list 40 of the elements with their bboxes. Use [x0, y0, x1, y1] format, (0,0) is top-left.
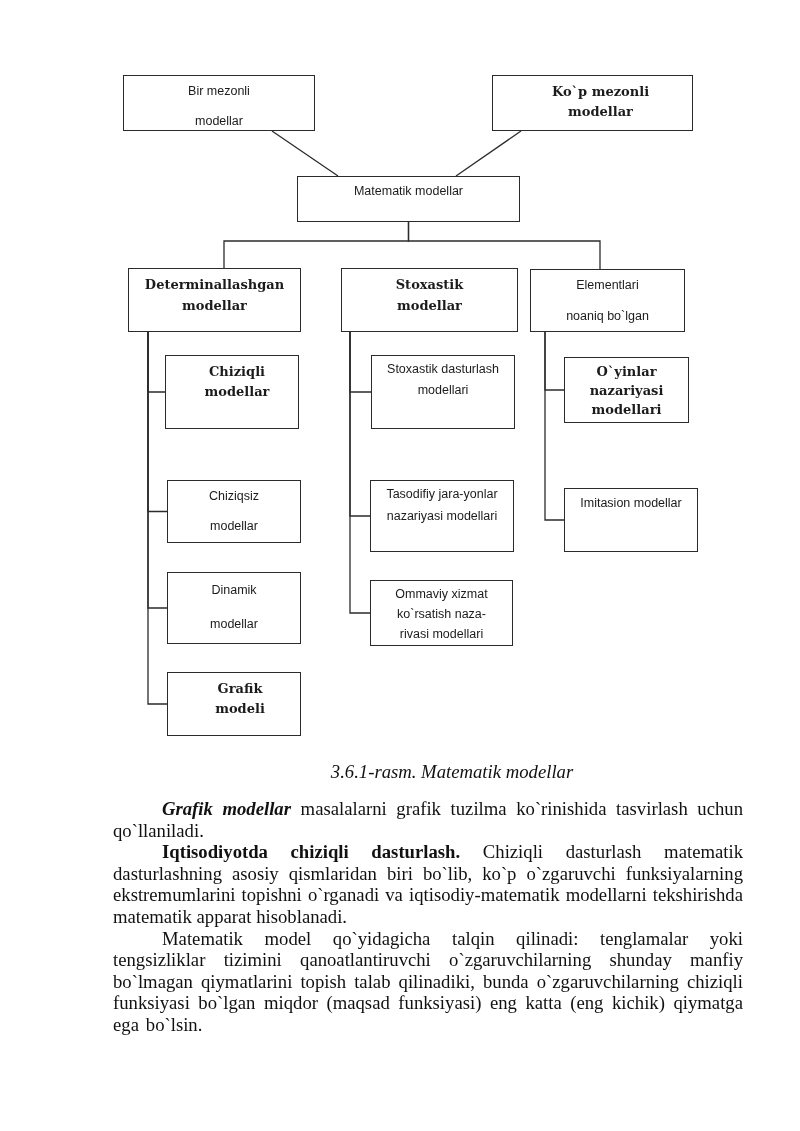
- model-box: [564, 488, 698, 552]
- box-label: Imitasion modellar: [579, 495, 683, 512]
- body-paragraph: Iqtisodiyotda chiziqli dasturlash. Chiziqli dasturlash matematik dasturlashning asosiy qismlaridan biri bo`lib, ko`p o`zgaruvchi funksiyalarning ekstremumlarini topishni o`rganadi va iqtisodiy-matematik modellarni tekshirishda matematik apparat hisoblanadi.: [113, 841, 743, 928]
- model-box: [492, 75, 693, 131]
- box-label: Matematik modellar: [352, 183, 465, 200]
- connector-line: [147, 331, 168, 705]
- body-paragraph: Grafik modellar masalalarni grafik tuzilma ko`rinishida tasvirlash uchun qo`llaniladi.: [113, 798, 743, 842]
- model-box: [167, 672, 301, 736]
- model-box: [371, 355, 515, 429]
- connector-line: [407, 221, 601, 270]
- box-label: O`yinlar nazariyasi modellari: [588, 363, 665, 419]
- box-label: Grafik modeli: [214, 680, 266, 718]
- body-paragraph: Matematik model qo`yidagicha talqin qilinadi: tenglamalar yoki tengsizliklar tizimini qanoatlantiruvchi o`zgaruvchilarning shunday manfiy bo`lmagan qiymatlarini topish talab qilinadiki, bunda o`zgaruvchilarning chiziqli funksiyasi bo`lgan miqdor (maqsad funksiyasi) eng katta (eng kichik) qiymatga ega bo`lsin.: [113, 927, 743, 1036]
- box-label: Stoxastik dasturlash modellari: [386, 361, 500, 399]
- model-box: [530, 269, 685, 332]
- box-label: Determinallashgan modellar: [143, 276, 286, 315]
- model-box: [341, 268, 518, 332]
- connector-line: [544, 331, 565, 521]
- box-label: Ommaviy xizmat ko`rsatish naza- rivasi modellari: [394, 586, 489, 643]
- model-box: [297, 176, 520, 222]
- box-label: Ko`p mezonli modellar: [550, 83, 651, 121]
- model-box: [128, 268, 301, 332]
- model-box: [370, 480, 514, 552]
- box-label: Chiziqsiz modellar: [208, 488, 260, 535]
- model-box: [167, 572, 301, 644]
- box-label: Chiziqli modellar: [203, 363, 271, 401]
- model-box: [165, 355, 299, 429]
- box-label: Tasodifiy jara-yonlar nazariyasi modellari: [385, 486, 499, 525]
- box-label: Elementlari noaniq bo`lgan: [565, 277, 650, 325]
- model-box: [564, 357, 689, 423]
- connector-line: [271, 130, 339, 177]
- connector-line: [349, 331, 371, 614]
- model-box: [370, 580, 513, 646]
- box-label: Stoxastik modellar: [394, 276, 465, 315]
- box-label: Dinamik modellar: [209, 582, 259, 633]
- model-box: [123, 75, 315, 131]
- figure-caption: 3.6.1-rasm. Matematik modellar: [329, 761, 575, 783]
- connector-line: [455, 130, 522, 177]
- box-label: Bir mezonli modellar: [187, 83, 251, 130]
- model-box: [167, 480, 301, 543]
